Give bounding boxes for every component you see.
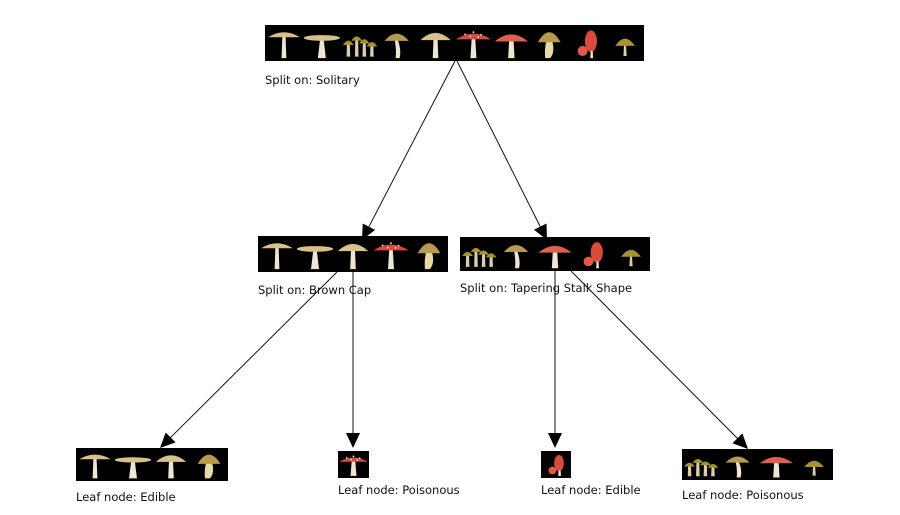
edge-line [570, 270, 738, 439]
node-label-leaf2: Leaf node: Poisonous [338, 483, 460, 497]
mushroom-red-small-pair-icon [583, 242, 603, 269]
mushroom-red-small-pair-icon [548, 455, 564, 476]
node-leaf4 [682, 449, 833, 480]
node-label-right: Split on: Tapering Stalk Shape [460, 281, 633, 295]
edge-root-right [456, 60, 547, 240]
mushroom-tan-stout-icon [537, 32, 561, 59]
mushroom-red-spotted-icon [456, 31, 491, 59]
node-label-leaf1: Leaf node: Edible [76, 490, 176, 504]
edge-left-leaf1 [160, 271, 338, 448]
mushroom-tan-dome-icon [155, 455, 187, 479]
mushroom-red-small-pair-icon [577, 30, 598, 59]
arrowhead-icon [160, 432, 176, 448]
arrowhead-icon [732, 433, 748, 449]
mushroom-tan-stout-icon [417, 243, 441, 270]
node-label-left: Split on: Brown Cap [258, 283, 372, 297]
mushroom-olive-tiny-icon [621, 249, 641, 267]
mushroom-red-spotted-icon [373, 242, 409, 270]
node-label-leaf4: Leaf node: Poisonous [682, 488, 804, 502]
arrowhead-icon [534, 223, 547, 240]
edge-line [368, 60, 456, 227]
edge-left-leaf2 [346, 272, 360, 448]
mushroom-olive-cluster-icon [684, 459, 719, 477]
node-label-root: Split on: Solitary [265, 73, 360, 87]
mushroom-olive-tiny-icon [804, 460, 824, 476]
mushroom-tan-long-icon [268, 32, 300, 59]
mushroom-olive-cluster-icon [462, 247, 497, 267]
mushroom-olive-cluster-icon [343, 36, 378, 57]
edge-line [170, 271, 338, 438]
mushroom-olive-tiny-icon [615, 38, 635, 56]
node-right [460, 237, 650, 271]
arrowhead-icon [346, 433, 360, 448]
mushroom-red-dome-icon [494, 34, 529, 59]
edge-right-leaf3 [548, 271, 562, 448]
node-leaf3 [541, 451, 571, 478]
edge-root-left [362, 60, 456, 240]
node-image-strip [76, 448, 228, 481]
mushroom-tan-dome-icon [337, 243, 369, 270]
mushroom-brown-slim-icon [503, 245, 529, 269]
edge-right-leaf4 [570, 270, 748, 449]
mushroom-brown-slim-icon [725, 456, 750, 478]
node-label-leaf3: Leaf node: Edible [541, 483, 641, 497]
nodes-layer [76, 25, 833, 481]
mushroom-red-dome-icon [759, 457, 793, 478]
mushroom-red-dome-icon [538, 245, 572, 269]
mushroom-tan-wide-icon [114, 457, 152, 479]
mushroom-tan-long-icon [261, 243, 293, 270]
arrowhead-icon [362, 223, 376, 240]
mushroom-red-spotted-icon [339, 455, 368, 476]
edge-line [456, 60, 541, 227]
node-root [265, 25, 644, 61]
node-leaf2 [338, 451, 369, 478]
mushroom-tan-wide-icon [296, 246, 334, 270]
mushroom-brown-slim-icon [384, 33, 409, 59]
node-leaf1 [76, 448, 228, 481]
node-left [258, 236, 448, 272]
mushroom-tan-stout-icon [197, 454, 221, 479]
mushroom-tan-long-icon [79, 454, 111, 479]
arrowhead-icon [548, 433, 562, 448]
mushroom-tan-wide-icon [303, 35, 341, 59]
mushroom-tan-dome-icon [420, 32, 451, 59]
edges-layer [160, 60, 748, 449]
